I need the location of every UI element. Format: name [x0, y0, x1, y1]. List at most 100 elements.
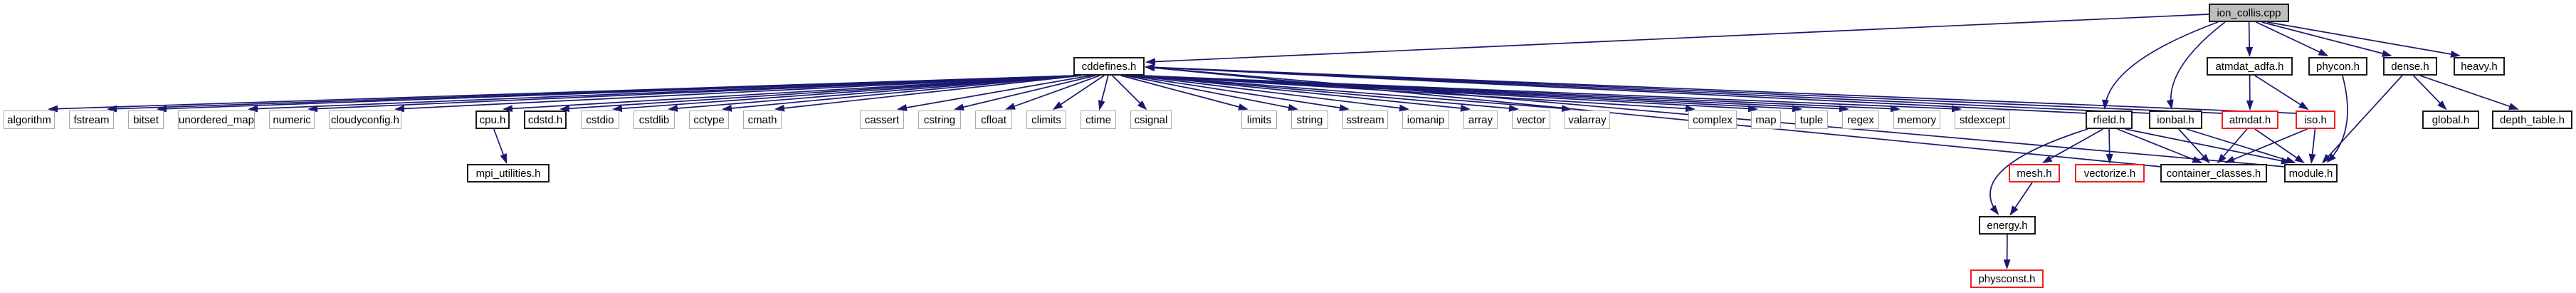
- node-unordered-map: unordered_map: [178, 110, 255, 129]
- edge-iso_h-to-container_classes_h: [2224, 128, 2308, 163]
- edge-atmdat_adfa_h-to-iso_h: [2254, 75, 2309, 110]
- edge-cddefines_h-to-cfloat: [1005, 75, 1100, 110]
- node-numeric: numeric: [269, 110, 315, 129]
- node-energy-h[interactable]: energy.h: [1979, 216, 2036, 235]
- node-ion-collis-cpp: ion_collis.cpp: [2209, 4, 2289, 22]
- edge-dense_h-to-module_h: [2321, 75, 2403, 164]
- edge-ionbal_h-to-module_h: [2186, 128, 2296, 164]
- edge-container_classes_h-to-cddefines_h: [1145, 64, 2162, 168]
- edge-rfield_h-to-mesh_h: [2041, 128, 2104, 163]
- edge-cddefines_h-to-limits: [1120, 75, 1248, 110]
- edge-cddefines_h-to-cctype: [722, 75, 1078, 112]
- node-limits: limits: [1241, 110, 1277, 129]
- node-string: string: [1291, 110, 1328, 129]
- edge-rfield_h-to-energy_h: [1989, 128, 2088, 215]
- edge-cddefines_h-to-cstdlib: [668, 75, 1078, 113]
- node-atmdat-adfa-h[interactable]: atmdat_adfa.h: [2207, 57, 2293, 76]
- edge-cddefines_h-to-valarray: [1140, 75, 1572, 113]
- node-map: map: [1751, 110, 1781, 129]
- node-global-h[interactable]: global.h: [2422, 110, 2479, 129]
- edge-phycon_h-to-module_h: [2326, 75, 2348, 163]
- edge-ion_collis_cpp-to-dense_h: [2261, 21, 2392, 57]
- edge-cddefines_h-to-cpu_h: [503, 75, 1078, 113]
- node-cddefines-h[interactable]: cddefines.h: [1073, 57, 1145, 76]
- node-stdexcept: stdexcept: [1955, 110, 2010, 129]
- edge-dense_h-to-depth_table_h: [2419, 75, 2519, 110]
- node-phycon-h[interactable]: phycon.h: [2308, 57, 2367, 76]
- edge-cddefines_h-to-stdexcept: [1140, 75, 1962, 113]
- edge-cddefines_h-to-cassert: [897, 75, 1091, 111]
- edge-cddefines_h-to-bitset: [157, 75, 1078, 113]
- node-array: array: [1463, 110, 1498, 129]
- node-cpu-h[interactable]: cpu.h: [475, 110, 510, 129]
- node-dense-h[interactable]: dense.h: [2383, 57, 2437, 76]
- node-depth-table-h[interactable]: depth_table.h: [2492, 110, 2572, 129]
- node-csignal: csignal: [1130, 110, 1172, 129]
- edge-ion_collis_cpp-to-heavy_h: [2267, 21, 2461, 58]
- edge-iso_h-to-module_h: [2308, 128, 2316, 164]
- edge-rfield_h-to-container_classes_h: [2117, 128, 2203, 163]
- edge-cddefines_h-to-ctime: [1098, 75, 1109, 110]
- edge-iso_h-to-cddefines_h: [1145, 63, 2298, 114]
- edge-cddefines_h-to-array: [1138, 75, 1471, 112]
- node-cloudyconfig-h: cloudyconfig.h: [329, 110, 401, 129]
- node-ctime: ctime: [1081, 110, 1116, 129]
- node-cctype: cctype: [689, 110, 729, 129]
- node-cstdio: cstdio: [581, 110, 619, 129]
- node-ionbal-h[interactable]: ionbal.h: [2149, 110, 2202, 129]
- node-tuple: tuple: [1795, 110, 1828, 129]
- edge-cddefines_h-to-cstring: [954, 75, 1096, 111]
- node-container-classes-h[interactable]: container_classes.h: [2160, 164, 2267, 183]
- node-mesh-h[interactable]: mesh.h: [2009, 164, 2060, 183]
- edge-cddefines_h-to-iomanip: [1134, 75, 1409, 112]
- edge-ion_collis_cpp-to-cddefines_h: [1145, 14, 2209, 66]
- node-cstdlib: cstdlib: [634, 110, 675, 129]
- node-cfloat: cfloat: [975, 110, 1012, 129]
- edge-atmdat_h-to-module_h: [2254, 128, 2305, 164]
- edge-atmdat_h-to-container_classes_h: [2217, 128, 2248, 164]
- node-sstream: sstream: [1342, 110, 1388, 129]
- edge-cddefines_h-to-sstream: [1129, 75, 1350, 112]
- node-vectorize-h[interactable]: vectorize.h: [2075, 164, 2145, 183]
- edge-cddefines_h-to-cdstd_h: [559, 75, 1078, 113]
- edge-cddefines_h-to-cloudyconfig_h: [394, 75, 1078, 113]
- edge-cddefines_h-to-csignal: [1112, 75, 1147, 110]
- node-cdstd-h[interactable]: cdstd.h: [524, 110, 567, 129]
- edge-cddefines_h-to-string: [1125, 75, 1298, 111]
- edge-ion_collis_cpp-to-phycon_h: [2256, 21, 2329, 56]
- node-cassert: cassert: [860, 110, 904, 129]
- edge-ion_collis_cpp-to-ionbal_h: [2166, 21, 2226, 110]
- node-complex: complex: [1688, 110, 1737, 129]
- edge-ionbal_h-to-container_classes_h: [2178, 128, 2210, 164]
- edge-cpu_h-to-mpi_utilities_h: [493, 128, 508, 164]
- node-heavy-h[interactable]: heavy.h: [2454, 57, 2505, 76]
- edge-rfield_h-to-module_h: [2125, 128, 2291, 165]
- edge-ion_collis_cpp-to-rfield_h: [2101, 21, 2219, 110]
- node-iso-h[interactable]: iso.h: [2296, 110, 2335, 129]
- edge-cddefines_h-to-cmath: [774, 75, 1082, 112]
- edge-rfield_h-to-vectorize_h: [2106, 128, 2113, 164]
- node-fstream: fstream: [69, 110, 114, 129]
- node-cmath: cmath: [743, 110, 782, 129]
- node-climits: climits: [1026, 110, 1066, 129]
- node-regex: regex: [1842, 110, 1879, 129]
- edge-mesh_h-to-energy_h: [2009, 182, 2033, 216]
- edge-cddefines_h-to-cstdio: [612, 75, 1078, 113]
- node-physconst-h[interactable]: physconst.h: [1970, 269, 2044, 288]
- edge-cddefines_h-to-numeric: [307, 75, 1078, 113]
- node-valarray: valarray: [1565, 110, 1610, 129]
- node-atmdat-h[interactable]: atmdat.h: [2222, 110, 2278, 129]
- node-vector: vector: [1512, 110, 1550, 129]
- edge-ion_collis_cpp-to-atmdat_adfa_h: [2246, 21, 2254, 57]
- node-mpi-utilities-h[interactable]: mpi_utilities.h: [467, 164, 550, 183]
- edge-cddefines_h-to-climits: [1052, 75, 1105, 110]
- node-rfield-h[interactable]: rfield.h: [2086, 110, 2133, 129]
- node-memory: memory: [1893, 110, 1940, 129]
- edge-cddefines_h-to-vector: [1140, 75, 1519, 112]
- node-module-h[interactable]: module.h: [2284, 164, 2338, 183]
- node-cstring: cstring: [918, 110, 961, 129]
- node-bitset: bitset: [128, 110, 164, 129]
- edge-dense_h-to-global_h: [2412, 75, 2447, 110]
